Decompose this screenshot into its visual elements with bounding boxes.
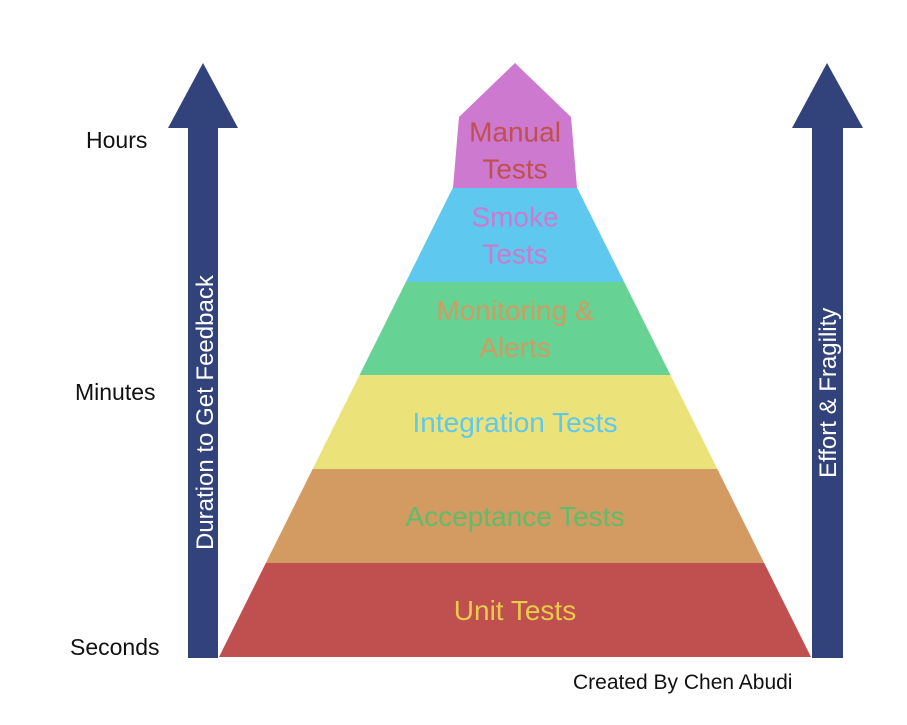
- pyramid-label-monitoring-alerts-line1: Monitoring &: [436, 295, 594, 326]
- credit-text: Created By Chen Abudi: [573, 671, 793, 694]
- pyramid-layer-smoke-tests: [405, 188, 625, 282]
- time-label-seconds: Seconds: [70, 634, 160, 660]
- left-arrow-head: [168, 63, 238, 128]
- pyramid-label-smoke-tests-line2: Tests: [482, 239, 547, 270]
- pyramid-label-manual-tests-line1: Manual: [469, 117, 561, 148]
- right-arrow-shaft: [812, 126, 843, 658]
- pyramid-label-unit-tests-line1: Unit Tests: [454, 595, 576, 626]
- right-arrow-head: [792, 63, 863, 128]
- pyramid-label-integration-tests-line1: Integration Tests: [413, 407, 618, 438]
- pyramid-layer-unit-tests: [219, 563, 811, 657]
- pyramid-label-monitoring-alerts-line2: Alerts: [479, 332, 551, 363]
- time-label-minutes: Minutes: [75, 379, 156, 405]
- pyramid-label-manual-tests-line2: Tests: [482, 154, 547, 185]
- pyramid-label-smoke-tests-line1: Smoke: [471, 202, 558, 233]
- pyramid-layer-integration-tests: [312, 375, 718, 469]
- left-arrow: Duration to Get Feedback: [168, 63, 238, 658]
- left-arrow-label: Duration to Get Feedback: [192, 274, 219, 550]
- pyramid-layer-acceptance-tests: [265, 469, 765, 563]
- pyramid-layer-manual-tests: [453, 63, 577, 188]
- pyramid-label-acceptance-tests-line1: Acceptance Tests: [406, 501, 625, 532]
- time-label-hours: Hours: [86, 127, 148, 153]
- left-arrow-shaft: [188, 126, 218, 658]
- right-arrow: Effort & Fragility: [792, 63, 863, 658]
- right-arrow-label: Effort & Fragility: [815, 308, 842, 478]
- pyramid-layer-monitoring-alerts: [359, 282, 671, 375]
